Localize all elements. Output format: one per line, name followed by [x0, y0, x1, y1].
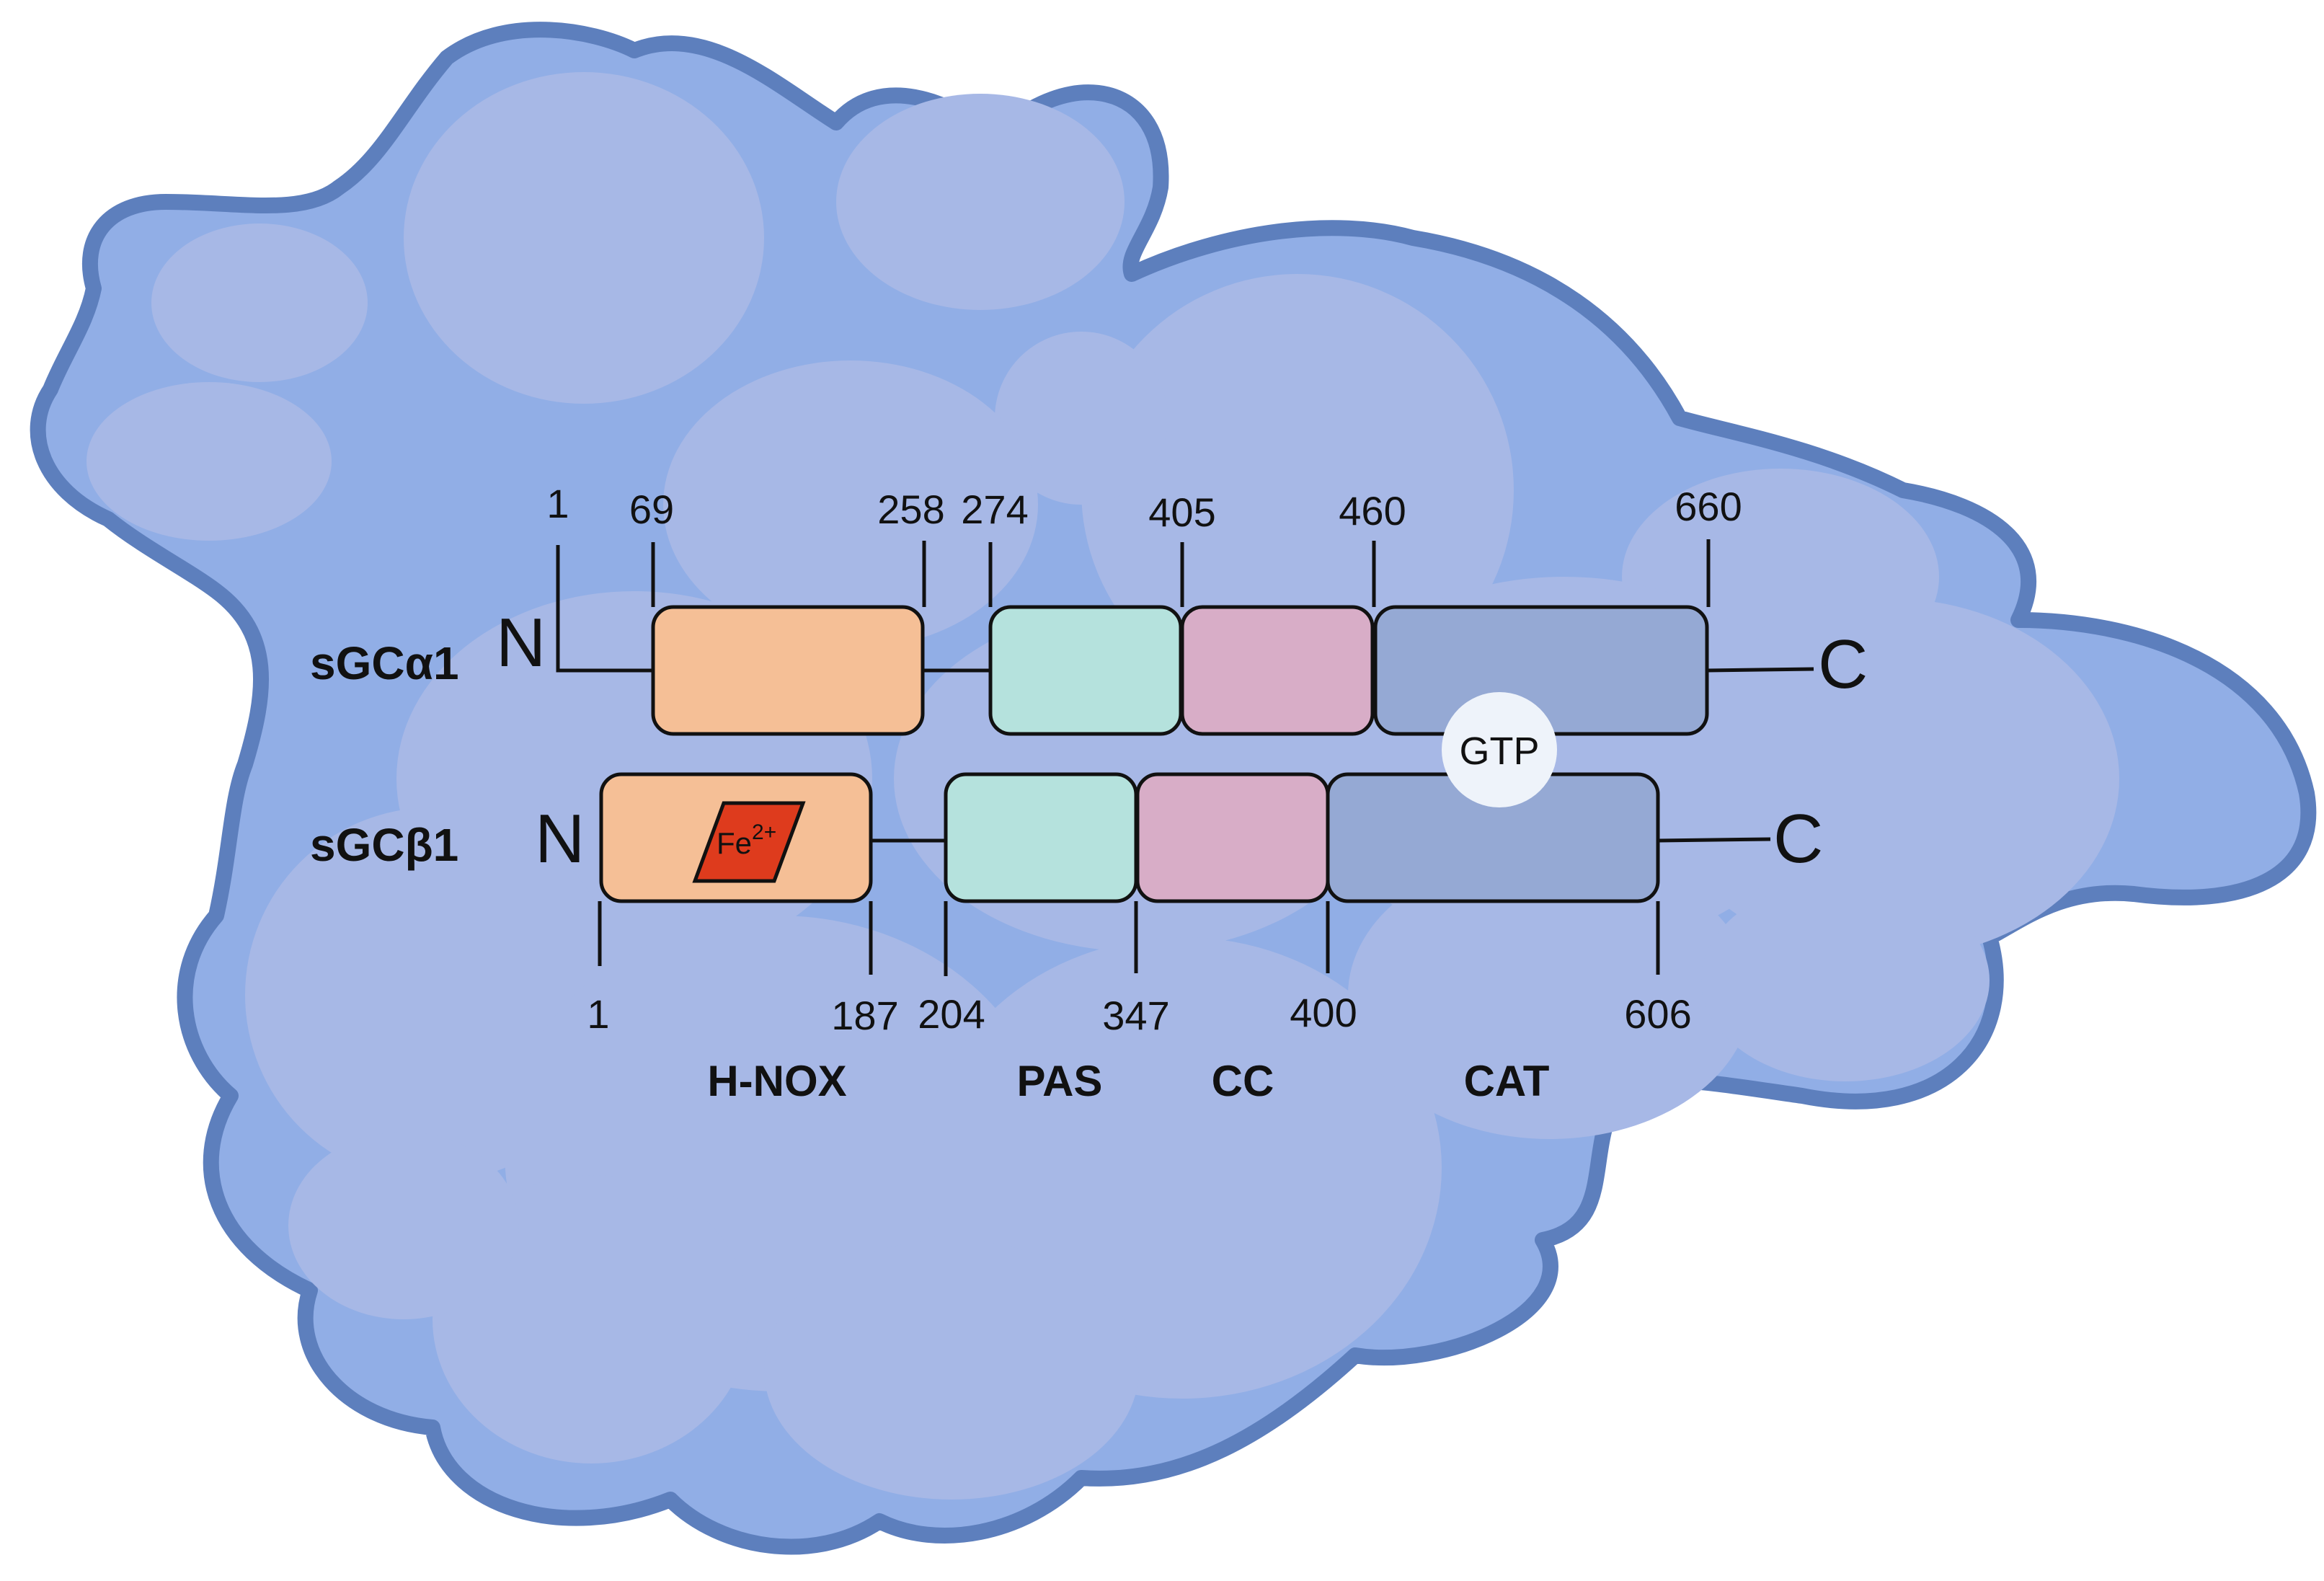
gtp-ligand: GTP [1442, 692, 1557, 807]
heme-icon: Fe2+ [692, 801, 806, 883]
heme-iron-symbol: Fe [717, 826, 752, 860]
alpha-position-460: 460 [1339, 488, 1406, 533]
alpha-n-terminus-label: N [496, 604, 546, 681]
beta-position-606: 606 [1624, 991, 1691, 1037]
beta-chain: sGCβ1 N C Fe2+ 1 187 204 347 400 606 [310, 772, 1823, 1038]
heme-iron-label: Fe2+ [717, 820, 776, 860]
gtp-circle [1442, 692, 1557, 807]
alpha-c-terminus-label: C [1818, 626, 1868, 703]
beta-position-347: 347 [1102, 993, 1169, 1038]
alpha-position-660: 660 [1675, 484, 1742, 529]
beta-chain-label: sGCβ1 [310, 819, 458, 871]
alpha-position-1: 1 [546, 481, 569, 526]
alpha-backbone-end [1706, 667, 1814, 673]
beta-position-1: 1 [587, 991, 609, 1037]
alpha-pas-domain [988, 605, 1183, 736]
domain-label-pas: PAS [1017, 1057, 1103, 1105]
alpha-position-258: 258 [877, 487, 944, 532]
beta-cc-domain [1135, 772, 1330, 903]
alpha-position-405: 405 [1148, 490, 1215, 535]
alpha-position-69: 69 [629, 487, 674, 532]
heme-iron-charge: 2+ [752, 820, 776, 844]
beta-n-terminus-label: N [535, 800, 585, 877]
domain-label-hnox: H-NOX [707, 1057, 846, 1105]
beta-c-terminus-label: C [1773, 800, 1823, 877]
domain-labels: H-NOX PAS CC CAT [707, 1057, 1549, 1105]
beta-backbone-end [1657, 837, 1771, 843]
domain-label-cat: CAT [1464, 1057, 1550, 1105]
beta-pas-domain [944, 772, 1138, 903]
gtp-label: GTP [1459, 730, 1539, 773]
alpha-backbone-start [556, 545, 655, 673]
domain-label-cc: CC [1212, 1057, 1274, 1105]
alpha-cc-domain [1180, 605, 1375, 736]
alpha-position-274: 274 [961, 487, 1028, 532]
beta-position-204: 204 [918, 991, 985, 1037]
beta-position-187: 187 [831, 993, 898, 1038]
alpha-chain-label: sGCα1 [310, 637, 459, 689]
beta-position-400: 400 [1290, 990, 1357, 1035]
alpha-hnox-domain [651, 605, 925, 736]
alpha-chain: sGCα1 N C 1 69 258 274 405 460 660 [310, 481, 1868, 736]
